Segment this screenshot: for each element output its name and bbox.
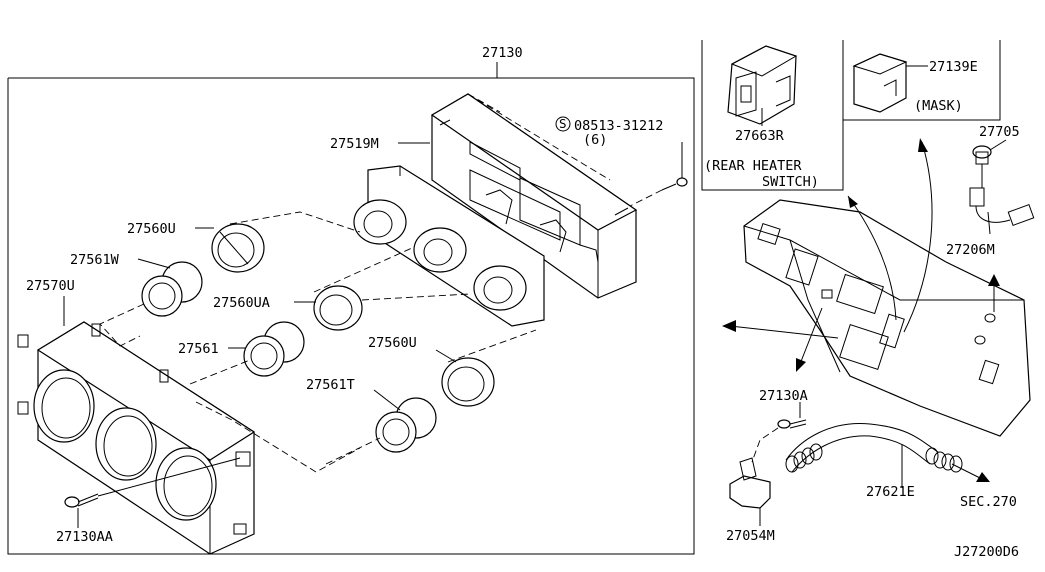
mask-caption: (MASK) (914, 98, 963, 114)
label-27560u-upper: 27560U (127, 221, 176, 237)
screw-27130aa (64, 457, 241, 508)
face-plate (353, 165, 545, 327)
knob-w (141, 261, 203, 317)
knob-ring-lower (441, 357, 495, 407)
diagram-code: J27200D6 (954, 544, 1019, 560)
label-27561: 27561 (178, 341, 219, 357)
label-08513-31212: 08513-31212 (574, 118, 663, 134)
sensor-27705 (972, 139, 1007, 188)
harness-27206m (969, 187, 1035, 235)
label-27206m: 27206M (946, 242, 995, 258)
assembly-frame (7, 62, 695, 555)
label-sec-270: SEC.270 (960, 494, 1017, 510)
dashboard (743, 199, 1031, 437)
circled-s-symbol: S (559, 116, 567, 131)
label-27139e: 27139E (929, 59, 978, 75)
label-27519m: 27519M (330, 136, 379, 152)
label-27560ua: 27560UA (213, 295, 270, 311)
knob-ring-mid (313, 285, 363, 331)
rear-switch-caption-1: (REAR HEATER (704, 158, 802, 174)
label-27054m: 27054M (726, 528, 775, 544)
label-27705: 27705 (979, 124, 1020, 140)
screw-08513 (629, 142, 688, 207)
label-27130: 27130 (482, 45, 523, 61)
label-27130a: 27130A (759, 388, 808, 404)
label-27561t: 27561T (306, 377, 355, 393)
front-panel (17, 321, 256, 555)
label-27560u-lower: 27560U (368, 335, 417, 351)
label-27621e: 27621E (866, 484, 915, 500)
label-27561w: 27561W (70, 252, 120, 268)
clip-27130a (751, 402, 807, 463)
label-27663r: 27663R (735, 128, 785, 144)
knob-t (375, 397, 437, 453)
inset-mask (842, 40, 1001, 121)
label-27570u: 27570U (26, 278, 75, 294)
bracket-27054m (729, 457, 771, 526)
knob-ring-upper (211, 223, 265, 273)
hose-27621e (785, 422, 963, 488)
label-27130aa: 27130AA (56, 529, 113, 545)
label-qty-6: (6) (583, 132, 607, 148)
rear-switch-caption-2: SWITCH) (762, 174, 819, 190)
knob-plain (243, 321, 305, 377)
heater-control-housing (430, 93, 638, 299)
arrows (722, 138, 1000, 482)
